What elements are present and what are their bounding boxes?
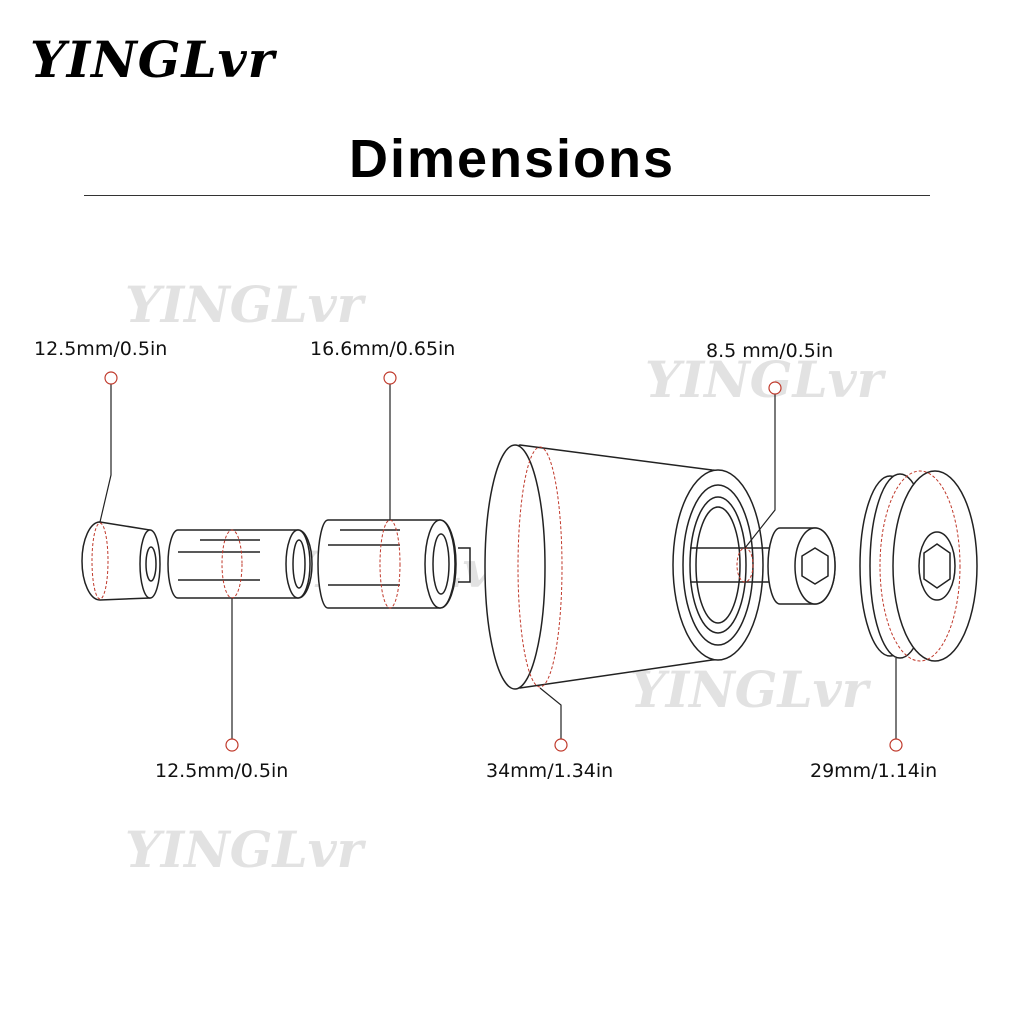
watermark: YINGLvr bbox=[645, 350, 884, 409]
split-sleeve-long bbox=[317, 519, 471, 609]
dimension-label-small-cone: 12.5mm/0.5in bbox=[34, 338, 168, 360]
watermark: YINGLvr bbox=[125, 275, 364, 334]
dimension-label-end-cap: 29mm/1.14in bbox=[810, 760, 938, 782]
brand-logo: YINGLvr bbox=[30, 30, 276, 89]
page-title: Dimensions bbox=[348, 129, 676, 189]
small-cone bbox=[81, 521, 161, 601]
watermark: YINGLvr bbox=[125, 820, 364, 879]
dimension-label-split-sleeve-long: 16.6mm/0.65in bbox=[310, 338, 456, 360]
split-sleeve-short bbox=[167, 529, 313, 599]
dimension-label-main-body: 34mm/1.34in bbox=[486, 760, 614, 782]
dimension-label-bolt: 8.5 mm/0.5in bbox=[706, 340, 834, 362]
dimension-label-split-sleeve-short: 12.5mm/0.5in bbox=[155, 760, 289, 782]
end-cap bbox=[859, 470, 978, 662]
title-divider bbox=[84, 195, 930, 196]
dimension-leaders bbox=[99, 371, 903, 752]
main-body bbox=[484, 444, 770, 690]
watermark: YINGLvr bbox=[630, 660, 869, 719]
bolt bbox=[767, 527, 836, 605]
